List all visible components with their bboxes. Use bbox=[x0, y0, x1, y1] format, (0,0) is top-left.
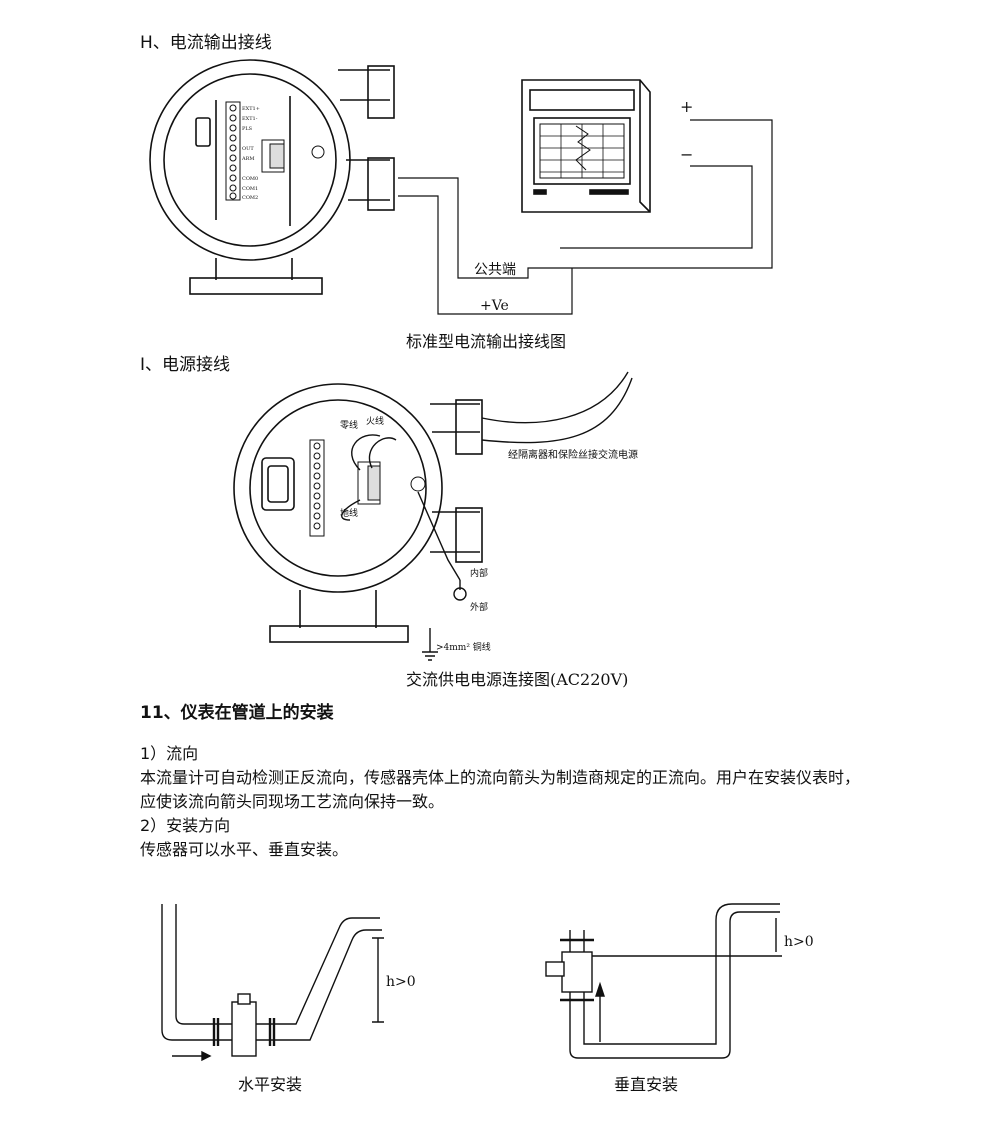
svg-text:ARM: ARM bbox=[241, 156, 255, 162]
live-line-label: 火线 bbox=[366, 415, 384, 427]
output-wires bbox=[398, 119, 773, 315]
polarity-labels: + − bbox=[680, 97, 693, 164]
transmitter-housing bbox=[149, 59, 395, 295]
ground-line-label: 地线 bbox=[340, 507, 358, 519]
ve-label: +Ve bbox=[480, 298, 509, 314]
svg-text:EXT1+: EXT1+ bbox=[242, 106, 260, 112]
flow-direction-text: 本流量计可自动检测正反流向，传感器壳体上的流向箭头为制造商规定的正流向。用户在安… bbox=[140, 768, 861, 811]
horizontal-caption: 水平安装 bbox=[238, 1075, 302, 1094]
common-terminal-label: 公共端 bbox=[474, 262, 516, 278]
power-cable bbox=[341, 371, 633, 661]
section-h-heading: H、电流输出接线 bbox=[140, 33, 272, 53]
svg-text:COM0: COM0 bbox=[242, 176, 258, 182]
svg-text:PLS: PLS bbox=[242, 126, 253, 132]
flow-direction-title: 1）流向 bbox=[140, 744, 199, 763]
terminal-labels: EXT1+ EXT1- PLS OUT ARM COM0 COM1 COM2 bbox=[241, 106, 260, 201]
power-terminal-strip bbox=[309, 439, 426, 537]
svg-text:COM1: COM1 bbox=[242, 186, 258, 192]
section-i-heading: I、电源接线 bbox=[140, 355, 231, 375]
power-wiring-diagram: 零线 火线 地线 经隔离器和保险丝接交流电源 内部 外部 >4mm² 铜线 bbox=[233, 371, 638, 661]
vertical-h-label: h>0 bbox=[784, 934, 814, 950]
svg-text:COM2: COM2 bbox=[242, 195, 258, 201]
copper-wire-label: >4mm² 铜线 bbox=[436, 641, 491, 653]
current-output-wiring-diagram: EXT1+ EXT1- PLS OUT ARM COM0 COM1 COM2 +… bbox=[149, 59, 773, 315]
svg-text:EXT1-: EXT1- bbox=[242, 116, 258, 122]
zero-line-label: 零线 bbox=[340, 419, 358, 431]
horizontal-installation-diagram bbox=[161, 904, 384, 1062]
install-direction-title: 2）安装方向 bbox=[140, 816, 231, 835]
horizontal-h-label: h>0 bbox=[386, 974, 416, 990]
outer-label: 外部 bbox=[470, 601, 488, 613]
inner-label: 内部 bbox=[470, 567, 488, 579]
svg-text:OUT: OUT bbox=[242, 146, 254, 152]
recorder-instrument bbox=[521, 79, 651, 213]
section-11-heading: 11、仪表在管道上的安装 bbox=[140, 703, 334, 723]
vertical-installation-diagram bbox=[545, 903, 782, 1059]
terminal-strip bbox=[225, 101, 325, 201]
svg-text:−: − bbox=[680, 145, 693, 164]
section-i-caption: 交流供电电源连接图(AC220V) bbox=[406, 670, 629, 689]
section-h-caption: 标准型电流输出接线图 bbox=[406, 332, 567, 351]
power-transmitter-housing bbox=[233, 383, 483, 643]
install-direction-text: 传感器可以水平、垂直安装。 bbox=[140, 840, 349, 859]
svg-text:+: + bbox=[680, 97, 693, 116]
vertical-caption: 垂直安装 bbox=[614, 1075, 678, 1094]
ac-source-note: 经隔离器和保险丝接交流电源 bbox=[508, 448, 638, 461]
